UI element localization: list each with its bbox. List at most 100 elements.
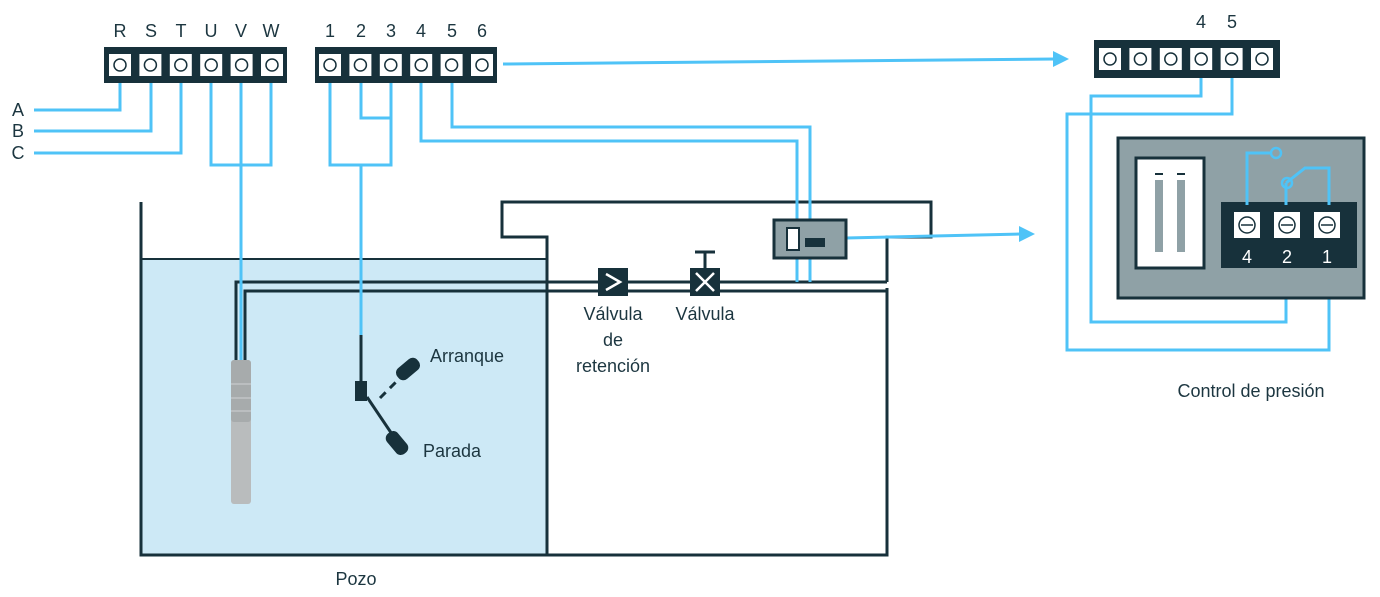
control-terminal-screw-head-5 bbox=[444, 58, 459, 72]
wire-2-3 bbox=[359, 76, 391, 120]
control-terminal-screw-head-3 bbox=[384, 58, 398, 72]
switch-contact-wires bbox=[1245, 151, 1331, 205]
wire-4-sensor bbox=[419, 76, 799, 282]
check-valve-label-line2: de bbox=[603, 330, 623, 350]
control-terminal-screw-head-2 bbox=[353, 58, 368, 72]
power-terminal-screw-6 bbox=[261, 54, 283, 76]
remote-terminal-screw-head-5 bbox=[1224, 52, 1239, 66]
terminal-label-s: S bbox=[145, 21, 157, 41]
remote-terminal-screw-head-4 bbox=[1194, 52, 1208, 66]
wire-a bbox=[34, 76, 122, 112]
arrow-head-control bbox=[1019, 226, 1035, 242]
control-terminal-labels: 1 2 3 4 5 6 bbox=[325, 21, 487, 41]
terminal-label-w: W bbox=[263, 21, 280, 41]
wires bbox=[34, 57, 1331, 360]
switch-screw-head-3 bbox=[1318, 216, 1336, 234]
supply-label-c: C bbox=[12, 143, 25, 163]
discharge-pipe-inner bbox=[243, 289, 887, 360]
control-terminal-screw-1 bbox=[319, 54, 341, 76]
submersible-pump-icon bbox=[231, 360, 251, 504]
terminal-label-5: 5 bbox=[447, 21, 457, 41]
terminal-label-t: T bbox=[176, 21, 187, 41]
pressure-control-label: Control de presión bbox=[1177, 381, 1324, 401]
control-terminal-screw-6 bbox=[471, 54, 493, 76]
remote-terminal-screw-head-3 bbox=[1164, 52, 1178, 66]
terminal-label-u: U bbox=[205, 21, 218, 41]
remote-terminal-screw-4 bbox=[1190, 48, 1213, 70]
remote-terminal-screw-head-2 bbox=[1133, 52, 1148, 66]
terminal-label-1: 1 bbox=[325, 21, 335, 41]
check-valve-label-line3: retención bbox=[576, 356, 650, 376]
terminal-label-4: 4 bbox=[416, 21, 426, 41]
check-valve-label-line1: Válvula bbox=[583, 304, 643, 324]
terminal-label-3: 3 bbox=[386, 21, 396, 41]
remote-terminal-screw-2 bbox=[1129, 48, 1152, 70]
power-terminal-labels: R S T U V W bbox=[114, 21, 280, 41]
switch-terminal-labels: 4 2 1 bbox=[1242, 247, 1332, 267]
check-valve-icon bbox=[598, 268, 628, 296]
wire-remote-5 bbox=[1065, 76, 1331, 352]
power-terminal-screw-head-3 bbox=[174, 58, 188, 72]
switch-label-4: 4 bbox=[1242, 247, 1252, 267]
power-terminal-screw-head-6 bbox=[265, 58, 279, 72]
supply-labels: A B C bbox=[12, 100, 25, 163]
stop-label: Parada bbox=[423, 441, 482, 461]
switch-screw-head-1 bbox=[1238, 216, 1256, 234]
check-valve-label: Válvula de retención bbox=[576, 304, 650, 376]
switch-terminal-screws bbox=[1234, 212, 1340, 238]
control-terminal-screw-head-4 bbox=[414, 58, 428, 72]
switch-label-1: 1 bbox=[1322, 247, 1332, 267]
control-terminal-screw-head-6 bbox=[475, 58, 489, 72]
control-terminal-screw-4 bbox=[410, 54, 433, 76]
remote-terminal-block bbox=[1094, 40, 1280, 78]
supply-label-a: A bbox=[12, 100, 24, 120]
pressure-switch-icon bbox=[1116, 136, 1366, 300]
power-terminal-screw-head-4 bbox=[204, 58, 218, 72]
power-terminal-screw-head-1 bbox=[113, 58, 127, 72]
wire-c bbox=[34, 76, 183, 155]
remote-terminal-screw-head-1 bbox=[1103, 52, 1117, 66]
power-terminal-screw-head-2 bbox=[143, 58, 158, 72]
control-terminal-screw-5 bbox=[440, 54, 463, 76]
pressure-sensor-icon bbox=[772, 218, 848, 260]
gate-valve-label: Válvula bbox=[675, 304, 735, 324]
well-outline bbox=[139, 202, 889, 557]
gate-valve-icon bbox=[690, 250, 720, 296]
power-terminal-screw-1 bbox=[109, 54, 131, 76]
switch-label-2: 2 bbox=[1282, 247, 1292, 267]
discharge-pipe-outer bbox=[234, 280, 887, 360]
remote-terminal-screw-5 bbox=[1220, 48, 1243, 70]
switch-contact-pivot bbox=[1280, 176, 1294, 190]
power-terminal-screw-head-5 bbox=[234, 58, 249, 72]
wire-6-remote bbox=[502, 57, 1056, 66]
control-terminal-screw-2 bbox=[349, 54, 372, 76]
remote-terminal-screw-head-6 bbox=[1255, 52, 1269, 66]
remote-terminal-screw-3 bbox=[1159, 48, 1182, 70]
wire-sensor-control bbox=[845, 232, 1021, 240]
remote-label-4: 4 bbox=[1196, 12, 1206, 32]
arrow-head-remote bbox=[1053, 51, 1069, 67]
wire-remote-4 bbox=[1089, 76, 1288, 324]
switch-screw-head-2 bbox=[1278, 216, 1296, 234]
control-terminal-screw-head-1 bbox=[323, 58, 337, 72]
terminal-label-6: 6 bbox=[477, 21, 487, 41]
power-terminal-screw-4 bbox=[200, 54, 223, 76]
switch-contact-open bbox=[1269, 146, 1283, 160]
terminal-label-v: V bbox=[235, 21, 247, 41]
remote-terminal-screw-1 bbox=[1099, 48, 1121, 70]
terminal-label-r: R bbox=[114, 21, 127, 41]
remote-terminal-screw-6 bbox=[1251, 48, 1273, 70]
control-terminal-block bbox=[315, 47, 497, 83]
control-terminal-screw-3 bbox=[379, 54, 402, 76]
wire-5-sensor bbox=[450, 76, 812, 282]
wire-b bbox=[34, 76, 153, 133]
terminal-label-2: 2 bbox=[356, 21, 366, 41]
power-terminal-screw-3 bbox=[169, 54, 192, 76]
float-switch-icon bbox=[355, 335, 421, 456]
well-water bbox=[141, 259, 547, 555]
remote-label-5: 5 bbox=[1227, 12, 1237, 32]
supply-label-b: B bbox=[12, 121, 24, 141]
start-label: Arranque bbox=[430, 346, 504, 366]
